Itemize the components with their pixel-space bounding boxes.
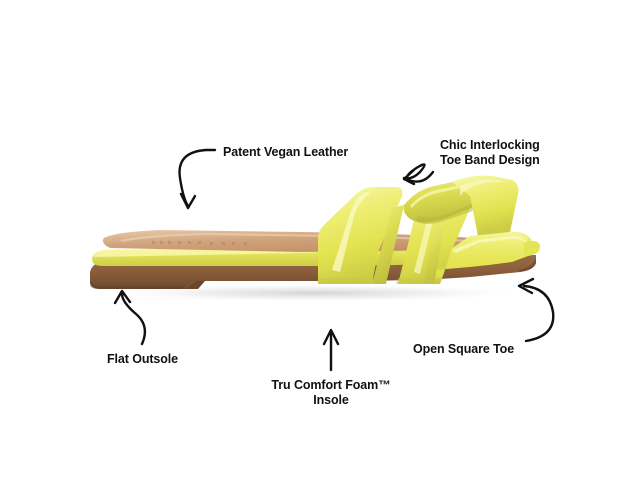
callout-chic-interlocking-line1: Chic Interlocking [440,138,540,152]
square-toe-edge [524,240,540,256]
callout-patent-vegan-leather-line1: Patent Vegan Leather [223,145,349,159]
callout-patent-vegan-leather: Patent Vegan Leather [223,145,348,160]
callout-tru-comfort-foam-line2: Insole [313,393,349,407]
callout-chic-interlocking-toe-band-design: Chic Interlocking Toe Band Design [440,138,540,168]
ground-shadow [100,284,530,302]
insole-branding [152,241,247,245]
interlocking-toe-band [318,175,533,284]
callout-tru-comfort-foam-insole: Tru Comfort Foam™ Insole [271,378,390,408]
callout-flat-outsole: Flat Outsole [107,352,178,367]
callout-flat-outsole-line1: Flat Outsole [107,352,179,366]
callout-open-square-toe-line1: Open Square Toe [413,342,515,356]
callout-open-square-toe: Open Square Toe [413,342,514,357]
callout-tru-comfort-foam-line1: Tru Comfort Foam™ [271,378,391,392]
callout-chic-interlocking-line2: Toe Band Design [440,153,540,167]
